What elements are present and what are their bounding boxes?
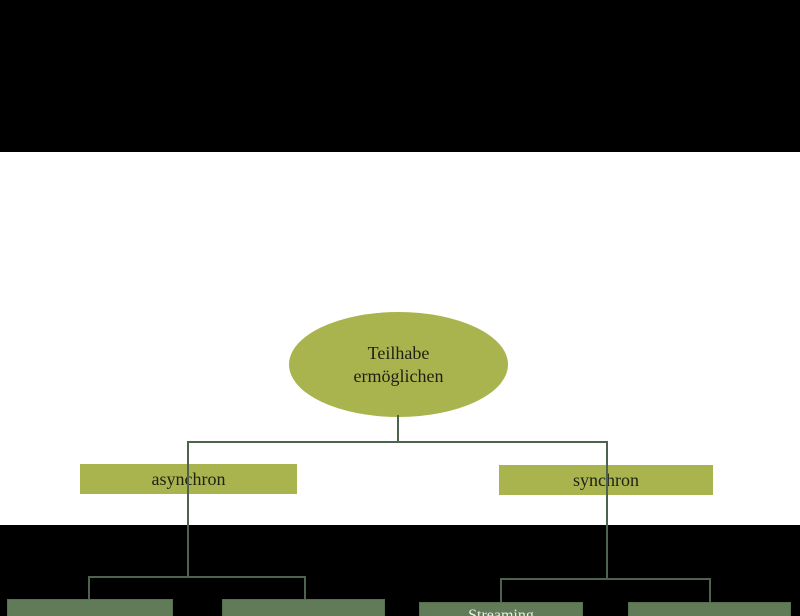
root-node-teilhabe-ermoeglichen: Teilhabe ermöglichen: [289, 312, 508, 417]
leaf-node-aufzeichnung: Aufzeichnung: [222, 599, 385, 616]
connector-drop-streaming: [500, 578, 502, 604]
connector-asynchron-vertical: [187, 441, 189, 578]
connector-drop-selbstlernmaterialien: [88, 576, 90, 601]
connector-drop-hybride-lehre: [709, 578, 711, 604]
leaf-node-hybride-lehre-interaktiv: Hybride Lehre (interaktiv): [628, 602, 791, 616]
connector-synchron-sub-horizontal: [500, 578, 711, 580]
letterbox-top: [0, 0, 800, 152]
leaf-node-selbstlernmaterialien: Selbstlern- materialien: [7, 599, 173, 616]
connector-asynchron-sub-horizontal: [88, 576, 306, 578]
slide-canvas: Teilhabe ermöglichen asynchron synchron …: [0, 152, 800, 616]
connector-drop-aufzeichnung: [304, 576, 306, 601]
leaf-node-streaming-hoersaal: Streaming aus dem/ in den Hörsaal: [419, 602, 583, 616]
connector-root-stem: [397, 415, 399, 443]
connector-synchron-vertical: [606, 441, 608, 580]
connector-level1-horizontal: [187, 441, 608, 443]
